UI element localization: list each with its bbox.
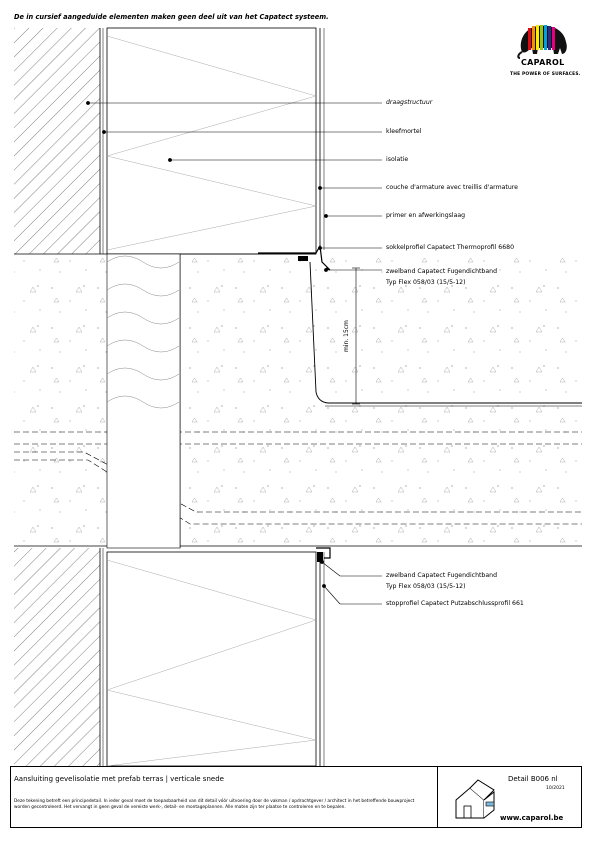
stop-profile xyxy=(316,547,331,559)
insulation-lower xyxy=(102,548,325,767)
label-sealing-tape-lower-type: Typ Flex 058/03 (15/5-12) xyxy=(386,583,466,590)
title-block-divider xyxy=(437,766,438,828)
label-reinforcement-layer: couche d'armature avec treillis d'armatu… xyxy=(386,184,518,191)
base-profile xyxy=(258,244,331,271)
disclaimer-text: Deze tekening betreft een principedetail… xyxy=(14,799,415,811)
detail-number: Detail B006 nl xyxy=(508,775,558,783)
label-sealing-tape-lower: zwelband Capatect Fugendichtband xyxy=(386,572,497,579)
header-note: De in cursief aangeduide elementen maken… xyxy=(14,13,329,21)
caparol-elephant-logo xyxy=(517,25,567,59)
label-insulation: isolatie xyxy=(386,156,409,163)
sealing-tape-lower xyxy=(317,552,323,562)
website-link[interactable]: www.caparol.be xyxy=(500,814,564,822)
revision-date: 10/2021 xyxy=(546,786,565,791)
brand-tagline: THE POWER OF SURFACES. xyxy=(510,72,581,77)
label-base-profile: sokkelprofiel Capatect Thermoprofil 6680 xyxy=(386,244,515,251)
drawing-title: Aansluiting gevelisolatie met prefab ter… xyxy=(14,775,224,783)
label-primer-finish: primer en afwerkingslaag xyxy=(386,212,466,219)
label-load-bearing-structure: draagstructuur xyxy=(386,99,433,106)
sealing-tape-upper xyxy=(298,256,308,261)
brand-name: CAPAROL xyxy=(521,58,565,67)
title-block xyxy=(10,766,582,828)
load-bearing-wall xyxy=(14,28,101,766)
label-sealing-tape-upper: zwelband Capatect Fugendichtband xyxy=(386,268,497,275)
dimension-label: min. 15cm xyxy=(343,320,350,352)
house-detail-icon xyxy=(455,779,495,819)
label-stop-profile: stopprofiel Capatect Putzabschlussprofil… xyxy=(386,600,524,607)
section-drawing xyxy=(14,27,582,767)
thermal-break-insulation xyxy=(106,253,181,549)
insulation-upper xyxy=(102,27,325,255)
label-adhesive-mortar: kleefmortel xyxy=(386,128,422,135)
dimension-min-15cm xyxy=(352,267,360,405)
leader-lines xyxy=(86,101,382,605)
label-sealing-tape-upper-type: Typ Flex 058/03 (15/5-12) xyxy=(386,279,466,286)
prefab-terrace-slab xyxy=(14,253,582,548)
